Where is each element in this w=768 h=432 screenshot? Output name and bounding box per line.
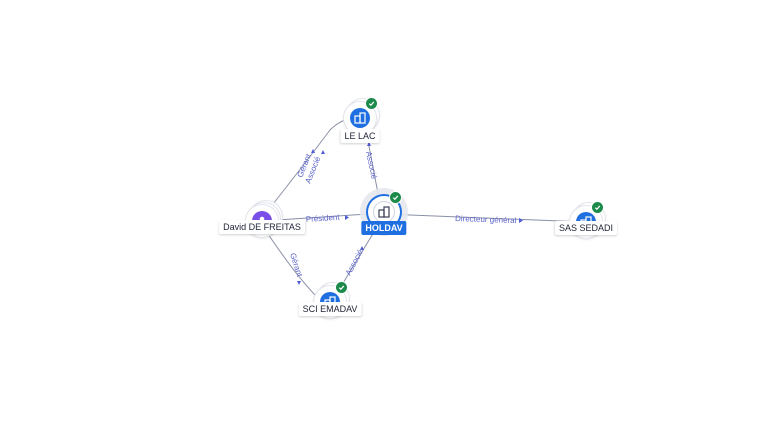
edge-arrow-icon	[367, 142, 371, 146]
edge-arrow-icon	[311, 149, 315, 153]
edge-david-le-lac[interactable]	[261, 117, 353, 219]
edge-arrow-icon	[360, 246, 364, 250]
check-icon	[591, 201, 604, 214]
check-icon	[335, 281, 348, 294]
node-le-lac[interactable]: LE LAC	[340, 97, 380, 143]
edge-arrow-icon	[519, 218, 523, 223]
node-label: HOLDAV	[361, 221, 407, 235]
building-icon	[374, 202, 394, 222]
edge-arrow-icon	[345, 215, 349, 220]
node-label: SCI EMADAV	[298, 302, 362, 316]
node-label: SAS SEDADI	[554, 221, 618, 235]
building-icon	[350, 108, 370, 128]
edge-label-directeur: Directeur général	[455, 214, 517, 225]
check-icon	[365, 97, 378, 110]
node-label: LE LAC	[340, 129, 380, 143]
edge-holdav-sas-sedadi[interactable]	[384, 213, 586, 223]
check-icon	[389, 191, 402, 204]
edge-arrow-icon	[297, 281, 301, 285]
node-sci-emadav[interactable]: SCI EMADAV	[298, 281, 362, 318]
node-sas-sedadi[interactable]: SAS SEDADI	[554, 201, 618, 238]
edge-label-associe-top-right: Associé	[364, 151, 379, 181]
node-holdav[interactable]: HOLDAV	[361, 191, 407, 235]
edge-arrow-icon	[321, 150, 325, 154]
node-label: David DE FREITAS	[219, 220, 305, 234]
edge-label-associe-bottom: Associé	[344, 247, 365, 276]
edge-label-president: Président	[306, 213, 341, 224]
node-david-de-freitas[interactable]: David DE FREITAS	[219, 201, 305, 237]
